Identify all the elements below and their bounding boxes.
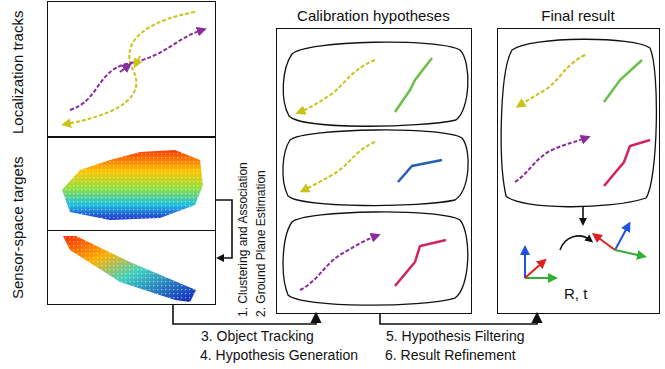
panel-heading: Calibration hypotheses	[297, 7, 450, 24]
point-texture	[63, 236, 196, 302]
target-track	[604, 60, 642, 102]
track	[66, 12, 195, 124]
axis	[615, 250, 642, 256]
step-label: 3. Object Tracking	[200, 328, 315, 344]
panel-divider	[48, 230, 215, 231]
targets-panel: Sensor-space targets	[47, 137, 216, 305]
axis	[525, 277, 553, 279]
step-label: 5. Hypothesis Filtering	[385, 328, 526, 344]
track	[70, 30, 202, 110]
track	[300, 60, 375, 112]
axis	[596, 236, 615, 250]
track-arrow	[136, 56, 140, 64]
step-label: 1. Clustering and Association	[237, 162, 251, 317]
target-track	[398, 160, 442, 182]
tracks-panel: Localization tracks	[47, 1, 216, 137]
track	[300, 236, 376, 290]
track-arrow	[120, 66, 128, 72]
point-cloud	[62, 150, 203, 220]
hypotheses-panel: Calibration hypotheses	[276, 28, 472, 314]
panel-heading: Sensor-space targets	[9, 156, 26, 299]
transform-arrow	[560, 236, 590, 250]
axis	[615, 226, 628, 250]
step-label: 6. Result Refinement	[385, 347, 516, 363]
result-arrow	[582, 206, 584, 222]
step-label: 2. Ground Plane Estimation	[255, 170, 269, 317]
target-track	[604, 140, 650, 186]
result-panel: Final resultR, t	[497, 28, 660, 314]
track	[304, 142, 375, 190]
point-cloud	[63, 236, 196, 302]
track	[520, 55, 585, 105]
panel-heading: Final result	[541, 7, 614, 24]
track	[515, 138, 586, 182]
point-texture	[62, 150, 203, 220]
axis	[524, 250, 526, 278]
hypothesis-blob	[283, 212, 468, 305]
panel-heading: Localization tracks	[9, 11, 26, 134]
transform-label: R, t	[564, 285, 587, 302]
step-connector	[380, 314, 537, 324]
step-label: 4. Hypothesis Generation	[200, 347, 358, 363]
target-track	[395, 58, 432, 112]
hypothesis-blob	[283, 42, 468, 126]
hypothesis-blob	[283, 130, 468, 206]
bracket-arrow	[216, 200, 232, 258]
result-blob	[501, 39, 656, 207]
axis	[525, 262, 543, 278]
target-track	[395, 240, 446, 286]
